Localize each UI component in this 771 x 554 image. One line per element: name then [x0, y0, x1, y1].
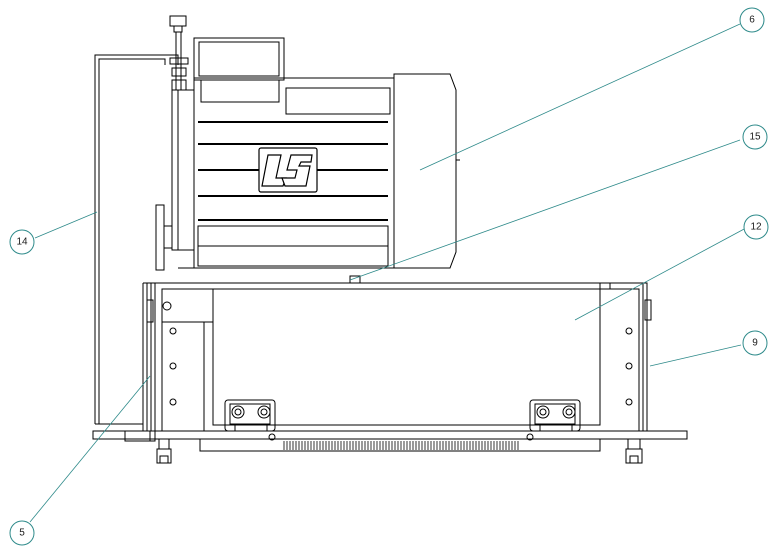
- leader-5: [29, 375, 151, 523]
- hinge-right: [526, 399, 581, 441]
- callout-15-label: 15: [749, 132, 761, 143]
- feet: [156, 438, 643, 464]
- leader-6: [419, 23, 741, 171]
- callout-9: 9: [742, 330, 768, 356]
- callout-9-label: 9: [752, 338, 758, 349]
- callout-14-label: 14: [16, 237, 28, 248]
- callout-14: 14: [9, 229, 35, 255]
- leader-lines: [29, 23, 747, 523]
- vertical-bracket: [94, 54, 179, 431]
- callout-5-label: 5: [19, 528, 25, 539]
- callout-12: 12: [743, 214, 769, 240]
- leader-15: [349, 139, 741, 281]
- motor: [155, 37, 460, 284]
- callout-5: 5: [9, 520, 35, 546]
- callout-6-label: 6: [749, 15, 755, 26]
- housing-holes: [162, 301, 633, 406]
- left-base-bracket: [124, 430, 156, 442]
- leader-12: [574, 227, 747, 321]
- callout-12-label: 12: [750, 222, 762, 233]
- leader-14: [34, 211, 98, 239]
- heat-sink: [199, 438, 601, 452]
- hinge-left: [224, 399, 276, 441]
- leader-9: [649, 344, 742, 367]
- callout-6: 6: [739, 7, 765, 33]
- callouts: 6 15 12 9 14 5: [9, 7, 769, 546]
- ls-logo: [258, 147, 318, 193]
- callout-15: 15: [742, 124, 768, 150]
- housing-box: [146, 282, 652, 432]
